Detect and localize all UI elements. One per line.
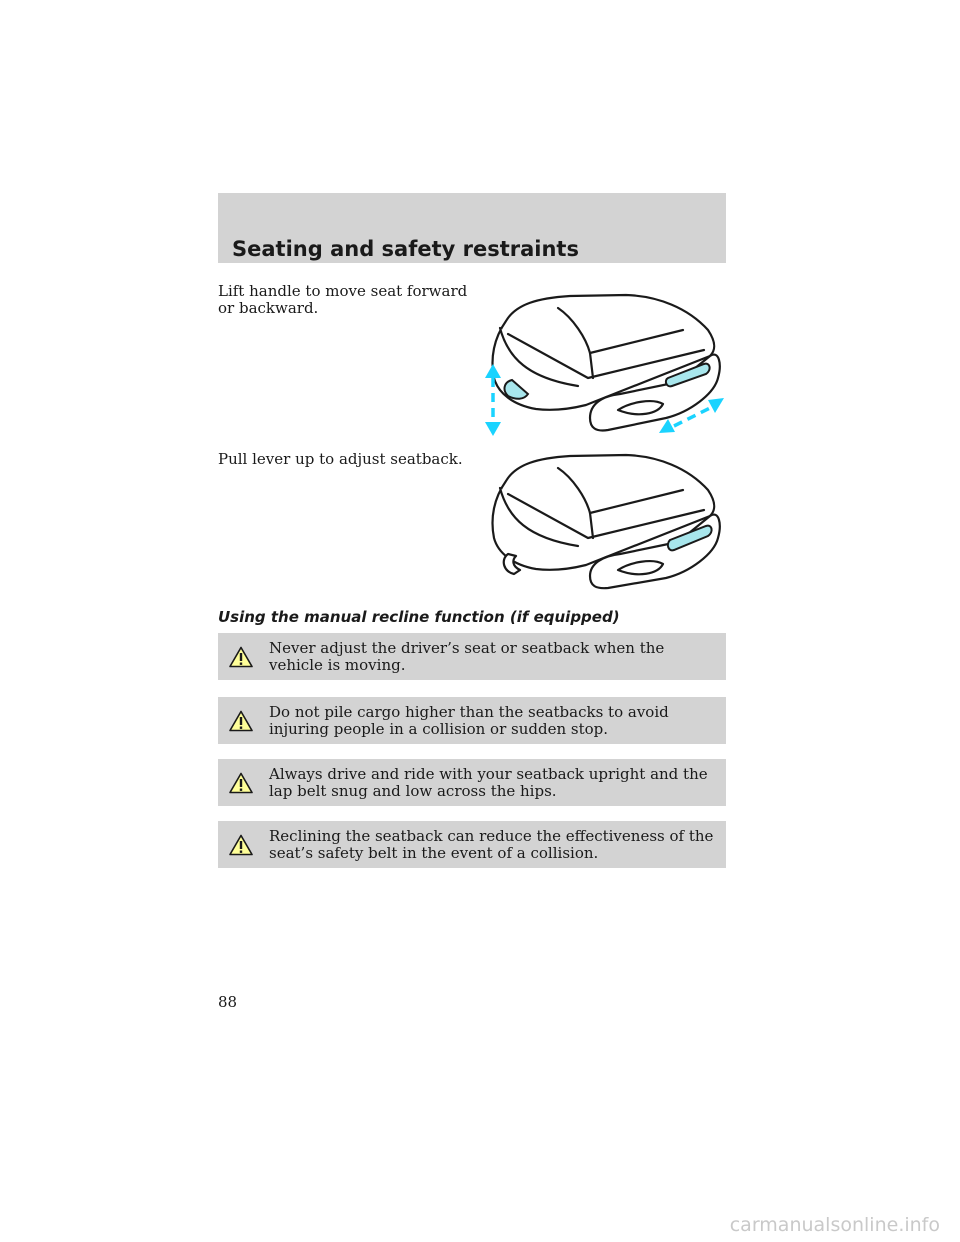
section-title: Seating and safety restraints bbox=[232, 237, 579, 261]
warning-text: Reclining the seatback can reduce the ef… bbox=[269, 827, 714, 862]
page-number: 88 bbox=[218, 993, 238, 1011]
section-header-bar: Seating and safety restraints bbox=[218, 193, 726, 263]
warning-box: Reclining the seatback can reduce the ef… bbox=[218, 821, 726, 868]
watermark-link[interactable]: carmanualsonline.info bbox=[729, 1214, 940, 1236]
warning-box: Do not pile cargo higher than the seatba… bbox=[218, 697, 726, 744]
warning-triangle-icon bbox=[229, 646, 253, 668]
seat-adjust-illustration bbox=[485, 293, 724, 436]
warning-triangle-icon bbox=[229, 834, 253, 856]
warning-triangle-icon bbox=[229, 772, 253, 794]
subheading-manual-recline: Using the manual recline function (if eq… bbox=[218, 608, 620, 626]
instruction-text-seat-track: Lift handle to move seat forward or back… bbox=[218, 282, 468, 317]
seat-recline-illustration bbox=[491, 453, 721, 590]
warning-box: Never adjust the driver’s seat or seatba… bbox=[218, 633, 726, 680]
warning-text: Do not pile cargo higher than the seatba… bbox=[269, 703, 669, 738]
warning-box: Always drive and ride with your seatback… bbox=[218, 759, 726, 806]
warning-text: Never adjust the driver’s seat or seatba… bbox=[269, 639, 665, 674]
warning-triangle-icon bbox=[229, 710, 253, 732]
instruction-text-recline: Pull lever up to adjust seatback. bbox=[218, 450, 463, 468]
warning-text: Always drive and ride with your seatback… bbox=[269, 765, 708, 800]
